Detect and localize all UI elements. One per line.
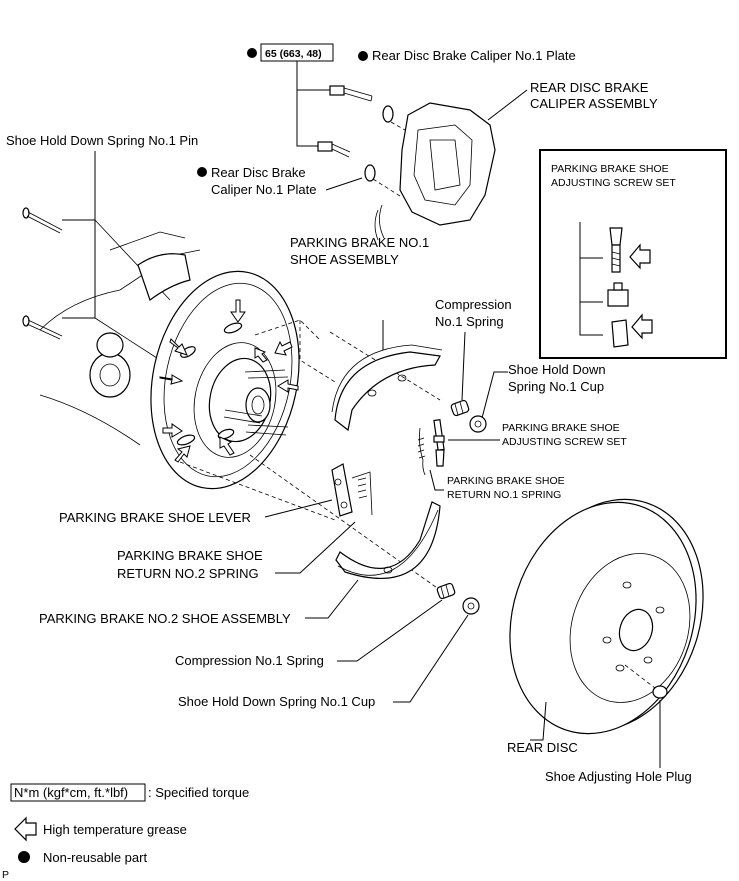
torque-value: 65 (663, 48) (265, 48, 322, 60)
label-comp-top-1: Compression (435, 297, 512, 312)
label-caliper-2: CALIPER ASSEMBLY (530, 96, 658, 111)
legend-nonreusable-dot-icon (18, 851, 30, 863)
compression-spring-bottom (436, 582, 456, 600)
label-cup-bot: Shoe Hold Down Spring No.1 Cup (178, 694, 375, 709)
adjusting-hole-plug (652, 685, 668, 699)
label-ret2-1: PARKING BRAKE SHOE (117, 548, 263, 563)
label-pb1-2: SHOE ASSEMBLY (290, 252, 399, 267)
hold-down-pin-lower (22, 315, 63, 340)
label-caliper-1: REAR DISC BRAKE (530, 80, 649, 95)
label-cup-top-2: Spring No.1 Cup (508, 379, 604, 394)
inset-label-1: PARKING BRAKE SHOE (551, 163, 669, 175)
label-ret1-2: RETURN NO.1 SPRING (447, 489, 561, 501)
parking-brake-lever (331, 463, 353, 517)
grease-arrow-icon (159, 299, 299, 463)
legend-torque-unit: N*m (kgf*cm, ft.*lbf) (14, 785, 128, 800)
legend-grease: High temperature grease (43, 822, 187, 837)
inset-adjusting-screw-set: PARKING BRAKE SHOE ADJUSTING SCREW SET (539, 149, 727, 359)
compression-spring-top (450, 399, 470, 417)
adjusting-screw-set (433, 419, 445, 467)
caliper-bolt-lower (317, 141, 351, 158)
hold-down-cup-bottom (462, 597, 480, 615)
caliper-plate-upper (382, 105, 394, 123)
inset-grease-arrow-1 (629, 243, 651, 270)
hub-bolts (223, 369, 289, 436)
non-reusable-dot-plate-mid (197, 167, 207, 177)
non-reusable-dot-plate-top (358, 51, 368, 61)
legend-torque-desc: : Specified torque (148, 785, 249, 800)
label-ret1-1: PARKING BRAKE SHOE (447, 475, 565, 487)
inset-grease-arrow-2 (631, 313, 653, 340)
non-reusable-dot-torque (247, 48, 257, 58)
label-comp-top-2: No.1 Spring (435, 314, 504, 329)
label-ret2-2: RETURN NO.2 SPRING (117, 566, 259, 581)
hold-down-cup-top (469, 415, 487, 433)
inset-label-2: ADJUSTING SCREW SET (551, 177, 676, 189)
label-adj-1: PARKING BRAKE SHOE (502, 422, 620, 434)
label-plate-mid-1: Rear Disc Brake (211, 165, 306, 180)
label-plate-top: Rear Disc Brake Caliper No.1 Plate (372, 48, 576, 63)
return-spring-2 (351, 471, 373, 516)
axle-hub-assembly (39, 231, 201, 446)
label-pb1-1: PARKING BRAKE NO.1 (290, 235, 429, 250)
caliper-bolt-upper (329, 85, 373, 102)
caliper-plate-lower (364, 164, 376, 182)
legend-nonreusable: Non-reusable part (43, 850, 147, 865)
label-plug: Shoe Adjusting Hole Plug (545, 769, 692, 784)
label-cup-top-1: Shoe Hold Down (508, 362, 606, 377)
legend: N*m (kgf*cm, ft.*lbf) : Specified torque… (2, 783, 249, 881)
footer-code: P (2, 869, 9, 881)
legend-torque-box (10, 783, 146, 802)
rear-disc (509, 498, 704, 735)
hub-flange (208, 357, 272, 443)
label-disc: REAR DISC (507, 740, 578, 755)
label-adj-2: ADJUSTING SCREW SET (502, 436, 627, 448)
caliper-assembly (374, 102, 496, 241)
parking-brake-shoe-2 (335, 501, 441, 580)
return-spring-1 (417, 427, 426, 476)
label-pin: Shoe Hold Down Spring No.1 Pin (6, 133, 198, 148)
hold-down-pin-upper (22, 207, 63, 234)
label-comp-bot: Compression No.1 Spring (175, 653, 324, 668)
label-plate-mid-2: Caliper No.1 Plate (211, 182, 317, 197)
parking-brake-shoe-1 (331, 344, 443, 432)
label-pb2: PARKING BRAKE NO.2 SHOE ASSEMBLY (39, 611, 291, 626)
label-lever: PARKING BRAKE SHOE LEVER (59, 510, 251, 525)
legend-grease-arrow-icon (14, 816, 37, 842)
